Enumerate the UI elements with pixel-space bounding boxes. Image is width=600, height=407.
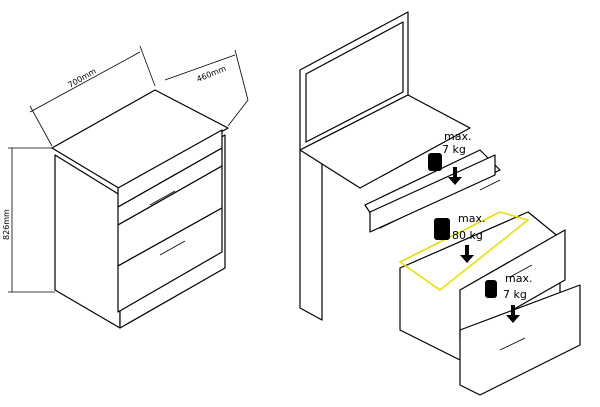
load-label-weight: 80 kg xyxy=(452,229,483,242)
handle xyxy=(149,190,176,206)
width-dimension: 700mm xyxy=(67,66,98,89)
load-label-max: max. xyxy=(458,212,485,225)
closed-cabinet: 700mm 460mm 826mm xyxy=(2,45,249,329)
handle xyxy=(159,168,186,184)
height-dimension: 826mm xyxy=(2,209,11,240)
depth-dimension: 460mm xyxy=(195,64,227,84)
drawer-4 xyxy=(117,207,223,313)
weight-icon xyxy=(428,153,442,171)
weight-icon xyxy=(434,218,450,240)
desk-top-tray xyxy=(299,94,471,189)
load-label-weight: 7 kg xyxy=(442,143,466,156)
handle xyxy=(159,240,186,256)
load-label-max: max. xyxy=(444,130,471,143)
arrow-down-icon xyxy=(448,167,462,185)
middle-drawer-front xyxy=(459,229,566,341)
weight-icon xyxy=(485,280,497,298)
open-desk-unit: max. 7 kg max. 80 kg max. 7 kg xyxy=(299,11,581,396)
arrow-down-icon xyxy=(460,245,474,263)
cabinet-top xyxy=(51,89,229,191)
desk-side xyxy=(299,149,323,321)
load-label-max: max. xyxy=(505,272,532,285)
arrow-down-icon xyxy=(506,305,520,323)
load-label-weight: 7 kg xyxy=(503,288,527,301)
